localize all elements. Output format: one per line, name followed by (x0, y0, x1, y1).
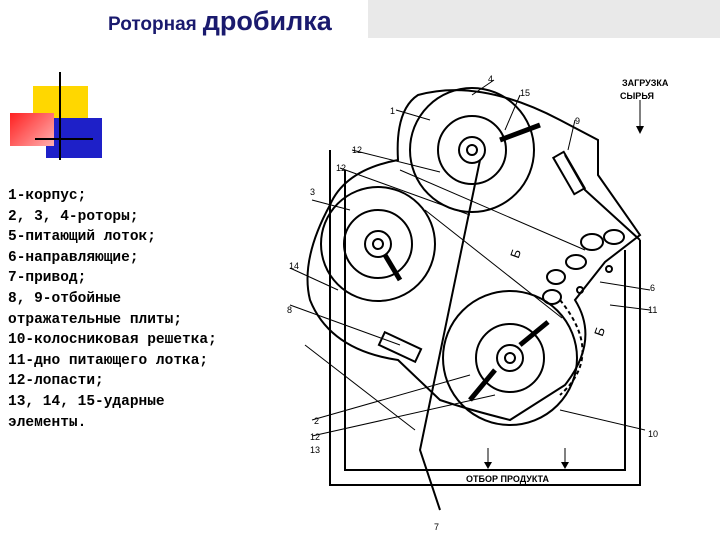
load-label-line2: СЫРЬЯ (620, 91, 654, 101)
impact-element (468, 368, 497, 402)
feed-chute (564, 154, 641, 241)
label-1: 1 (390, 106, 395, 116)
material-lump (546, 269, 566, 285)
label-12-upper: 12 (336, 163, 346, 173)
label-14: 14 (289, 261, 299, 271)
rotor-4-outer (409, 87, 535, 213)
rotor-4-hub (458, 136, 486, 164)
frame-inner (344, 170, 626, 471)
rotor-2-hub (496, 344, 524, 372)
load-label-line1: ЗАГРУЗКА (622, 78, 669, 88)
top-bar (368, 0, 720, 38)
leader-line (559, 409, 646, 431)
label-13: 13 (310, 445, 320, 455)
leader-line (289, 267, 339, 291)
label-4: 4 (488, 74, 493, 84)
section-b-bottom: Б (591, 325, 608, 338)
rotor-2-disk (475, 323, 545, 393)
output-arrow-head (561, 462, 569, 469)
material-lump (605, 265, 613, 273)
title-part2: дробилка (202, 6, 332, 36)
impact-element (499, 122, 541, 143)
deco-red-square (10, 113, 54, 146)
impact-element (382, 253, 403, 282)
leader-line (289, 304, 401, 346)
legend-item: 8, 9-отбойные (8, 290, 122, 307)
leader-line (567, 119, 576, 151)
load-arrow-head (636, 126, 644, 134)
rotor-3-hub (364, 230, 392, 258)
leader-line (609, 304, 651, 311)
housing-body (306, 89, 642, 422)
legend-item: 1-корпус; (8, 188, 87, 204)
label-7: 7 (434, 522, 439, 532)
grate-arc (559, 299, 584, 396)
rotor-3-disk (343, 209, 413, 279)
rotor-4-disk (437, 115, 507, 185)
legend-item: 12-лопасти; (8, 373, 104, 390)
legend-item: 11-дно питающего лотка; (8, 352, 209, 369)
leader-line (351, 149, 441, 173)
leader-line (395, 109, 431, 121)
material-lump (542, 289, 562, 305)
label-2: 2 (314, 416, 319, 426)
output-label: ОТБОР ПРОДУКТА (466, 474, 549, 484)
material-lump (603, 229, 625, 245)
leader-line (339, 167, 471, 216)
rotor-2-outer (442, 290, 578, 426)
rotor-2-shaft (504, 352, 516, 364)
legend-item: 6-направляющие; (8, 249, 139, 266)
output-arrow-head (484, 462, 492, 469)
label-10: 10 (648, 429, 658, 439)
drive-belt (418, 159, 481, 511)
leader-line (504, 94, 521, 131)
rotor-3-outer (320, 186, 436, 302)
deco-vertical-line (59, 72, 61, 160)
leader-line (311, 394, 496, 437)
legend-item: 7-привод; (8, 270, 87, 287)
label-3: 3 (310, 187, 315, 197)
label-12-bottom: 12 (310, 432, 320, 442)
leader-line (311, 199, 351, 211)
label-15: 15 (520, 88, 530, 98)
leader-line (304, 344, 416, 431)
label-8: 8 (287, 305, 292, 315)
rotor-3-shaft (372, 238, 384, 250)
label-11: 11 (648, 305, 657, 315)
label-6: 6 (650, 283, 655, 293)
legend-item: элементы. (8, 414, 87, 431)
drive-belt (399, 169, 586, 251)
legend-item: 2, 3, 4-роторы; (8, 208, 139, 225)
legend-item: 13, 14, 15-ударные (8, 393, 165, 410)
legend-item: 5-питающий лоток; (8, 229, 156, 246)
diagram-panel (283, 38, 720, 540)
label-12-top: 12 (352, 145, 362, 155)
leader-line (471, 79, 495, 96)
drive-belt (424, 209, 563, 319)
material-lump (565, 254, 587, 270)
section-b-top: Б (507, 247, 524, 260)
reflector-plate-9 (551, 150, 587, 196)
material-lump (580, 233, 604, 251)
frame-outer (329, 150, 641, 486)
material-lump (576, 286, 584, 294)
impact-element (518, 320, 550, 347)
legend-list: 1-корпус; 2, 3, 4-роторы; 5-питающий лот… (8, 186, 283, 433)
leader-line (599, 281, 651, 291)
title-part1: Роторная (108, 14, 197, 35)
deco-horizontal-line (35, 138, 93, 140)
leader-line (311, 374, 471, 421)
legend-item: 10-колосниковая решетка; (8, 332, 217, 349)
legend-item: отражательные плиты; (8, 311, 183, 328)
rotor-4-shaft (466, 144, 478, 156)
label-9: 9 (575, 116, 580, 126)
